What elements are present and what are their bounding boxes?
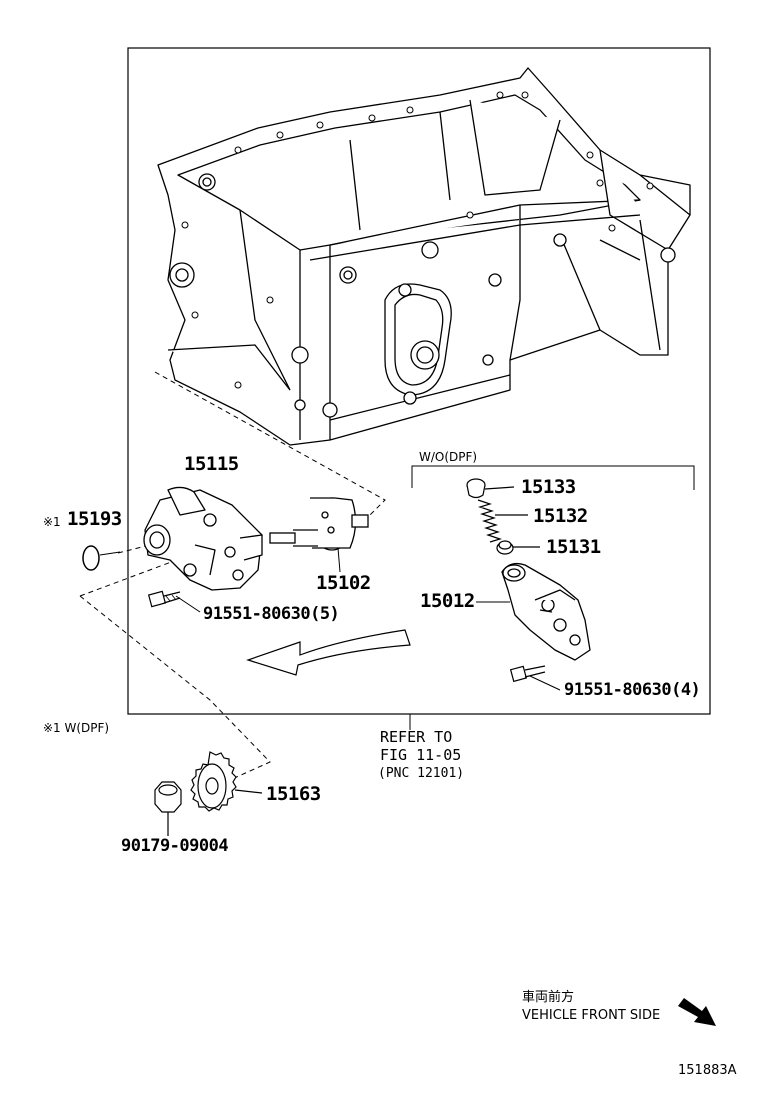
pump-body-15012: [501, 562, 591, 661]
sprocket-15163: [190, 751, 263, 812]
label-15193-mark: ※1: [43, 515, 61, 529]
drawing-id: 151883A: [678, 1063, 737, 1078]
label-bolt-right: 91551-80630(4): [564, 680, 701, 700]
rotor-shaft-15102: [269, 497, 369, 551]
label-wo-dpf: W/O(DPF): [419, 450, 478, 464]
label-15115: 15115: [184, 453, 239, 475]
pnc-ref: (PNC 12101): [378, 766, 465, 781]
label-15102: 15102: [316, 572, 371, 594]
arrow-down-right-icon: [678, 998, 716, 1026]
label-15193: 15193: [67, 508, 122, 530]
diagram-frame: [127, 47, 711, 715]
oil-pan-housing: [157, 67, 691, 446]
front-side-jp: 車両前方: [522, 990, 575, 1005]
bolt-right: [509, 665, 546, 683]
label-15012: 15012: [420, 590, 475, 612]
rotation-arrow: [246, 629, 411, 676]
bolt-left: [147, 590, 181, 608]
label-15132: 15132: [533, 505, 588, 527]
nut-90179: [154, 781, 182, 836]
label-bolt-left: 91551-80630(5): [203, 604, 340, 624]
oil-pump-body: [143, 486, 263, 591]
label-15131: 15131: [546, 536, 601, 558]
front-side-en: VEHICLE FRONT SIDE: [522, 1008, 661, 1023]
label-15133: 15133: [521, 476, 576, 498]
label-90179: 90179-09004: [121, 836, 229, 856]
spring-15132: [477, 499, 528, 543]
relief-valve-15131: [496, 540, 540, 555]
refer-to: REFER TO: [380, 728, 453, 746]
fig-ref: FIG 11-05: [380, 746, 462, 764]
o-ring-15193: [82, 545, 100, 571]
label-15163: 15163: [266, 783, 321, 805]
relief-plug-15133: [466, 478, 515, 499]
wo-dpf-bracket: [411, 465, 695, 490]
note-w-dpf: ※1 W(DPF): [43, 721, 110, 735]
